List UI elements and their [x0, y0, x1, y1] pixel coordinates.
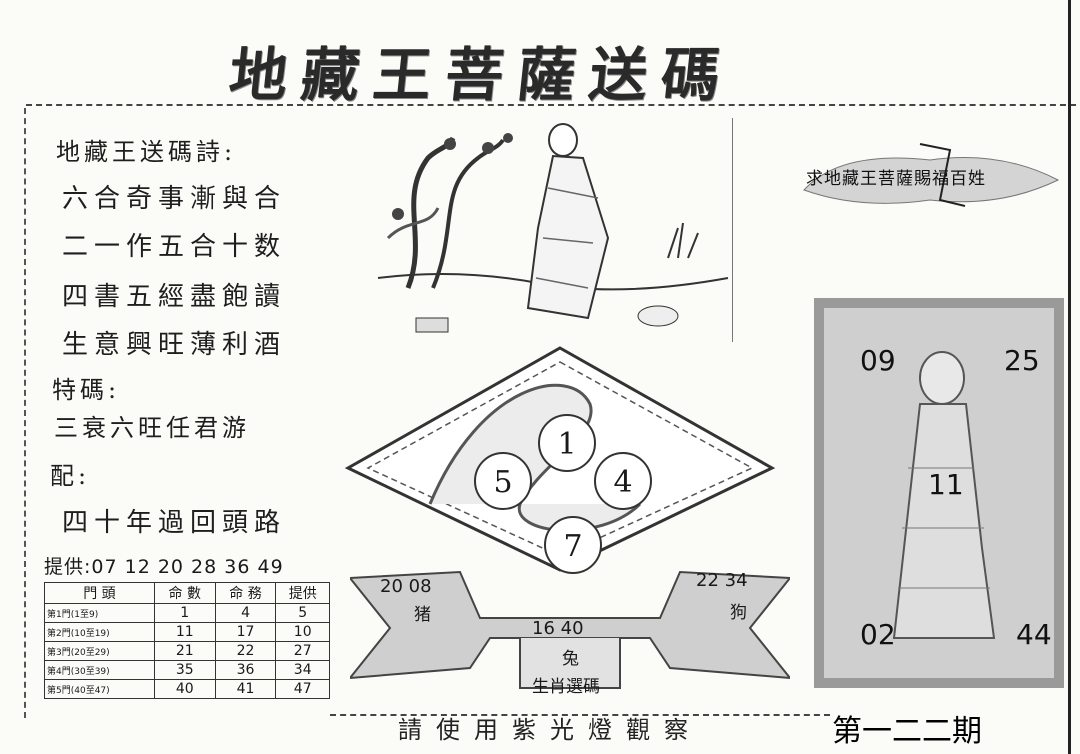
statue-number-top-left: 09 [860, 344, 896, 377]
diamond-panel: 1 5 4 7 [340, 344, 780, 574]
table-cell: 22 [214, 641, 277, 661]
right-edge-line [1068, 0, 1071, 754]
ball-1: 1 [538, 414, 596, 472]
table-row: 第3門(20至29) 21 22 27 [44, 641, 330, 661]
provide-label: 提供: [44, 556, 92, 578]
statue-number-bottom-left: 02 [860, 618, 896, 651]
ribbon-center-numbers: 16 40 [532, 618, 584, 639]
table-cell: 11 [153, 622, 216, 642]
ball-2: 5 [474, 452, 532, 510]
zodiac-ribbon: 20 08 猪 22 34 狗 16 40 兔 生肖選碼 [350, 568, 790, 700]
table-header: 命 數 [153, 582, 216, 604]
table-cell: 47 [275, 679, 330, 699]
bodhisattva-statue-icon [892, 351, 996, 639]
poem-line-4: 生意興旺薄利酒 [62, 330, 287, 360]
table-cell: 40 [153, 679, 216, 699]
ribbon-banner-icon [350, 570, 790, 689]
poem-line-1: 六合奇事漸與合 [62, 184, 287, 214]
table-cell: 41 [214, 679, 277, 699]
table-cell: 第5門(40至47) [44, 679, 155, 699]
special-label: 特碼: [52, 376, 121, 404]
table-cell: 第1門(1至9) [44, 603, 155, 623]
ball-4: 7 [544, 516, 602, 574]
poem-heading: 地藏王送碼詩: [56, 138, 237, 166]
page-title: 地藏王菩薩送碼 [225, 41, 738, 109]
number-table: 門 頭 命 數 命 務 提供 第1門(1至9) 1 4 5 第2門(10至19)… [44, 582, 330, 699]
table-cell: 35 [153, 660, 216, 680]
table-cell: 36 [214, 660, 277, 680]
illustration-panel [338, 118, 733, 342]
ribbon-center-zodiac: 兔 [562, 649, 579, 669]
table-header: 提供 [275, 582, 330, 604]
ribbon-right-numbers: 22 34 [696, 570, 748, 591]
table-row: 第4門(30至39) 35 36 34 [44, 660, 330, 680]
woman-under-tree-illustration [377, 123, 729, 333]
match-label: 配: [50, 462, 91, 490]
table-header-row: 門 頭 命 數 命 務 提供 [44, 582, 330, 604]
match-line: 四十年過回頭路 [62, 508, 287, 538]
table-cell: 第2門(10至19) [44, 622, 155, 642]
table-cell: 5 [275, 603, 330, 623]
ball-3: 4 [594, 452, 652, 510]
statue-number-top-right: 25 [1004, 344, 1040, 377]
table-cell: 4 [214, 603, 277, 623]
statue-number-center: 11 [928, 468, 964, 501]
issue-period: 第一二二期 [832, 714, 982, 749]
top-dashed-border [26, 104, 1076, 718]
statue-number-bottom-right: 44 [1016, 618, 1052, 651]
table-row: 第2門(10至19) 11 17 10 [44, 622, 330, 642]
table-cell: 21 [153, 641, 216, 661]
bottom-dashed-border [330, 714, 830, 716]
ribbon-left-numbers: 20 08 [380, 576, 432, 597]
table-cell: 第4門(30至39) [44, 660, 155, 680]
poem-line-2: 二一作五合十数 [62, 232, 287, 262]
special-line: 三衰六旺任君游 [54, 414, 250, 442]
table-header: 門 頭 [44, 582, 155, 604]
statue-panel: 09 25 11 02 44 [814, 298, 1064, 688]
top-banner: 求地藏王菩薩賜福百姓 [800, 140, 1064, 210]
table-header: 命 務 [214, 582, 277, 604]
table-cell: 34 [275, 660, 330, 680]
table-row: 第5門(40至47) 40 41 47 [44, 679, 330, 699]
table-cell: 1 [153, 603, 216, 623]
footer-text: 請使用紫光燈觀察 [398, 716, 702, 744]
left-dashed-border [24, 108, 26, 718]
ribbon-right-zodiac: 狗 [730, 603, 747, 623]
table-cell: 17 [214, 622, 277, 642]
ribbon-left-zodiac: 猪 [414, 605, 431, 625]
table-cell: 27 [275, 641, 330, 661]
poem-line-3: 四書五經盡飽讀 [62, 282, 287, 312]
ribbon-caption: 生肖選碼 [532, 677, 600, 697]
provide-numbers: 07 12 20 28 36 49 [91, 556, 284, 578]
banner-text: 求地藏王菩薩賜福百姓 [806, 169, 986, 189]
table-cell: 10 [275, 622, 330, 642]
table-cell: 第3門(20至29) [44, 641, 155, 661]
table-row: 第1門(1至9) 1 4 5 [44, 603, 330, 623]
cloud-banner-icon [803, 143, 1060, 207]
provide-row: 提供:07 12 20 28 36 49 [44, 552, 284, 579]
